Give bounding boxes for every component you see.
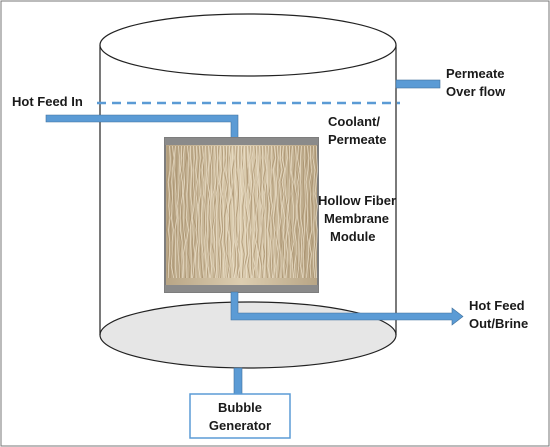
bubble-connector-pipe bbox=[233, 367, 243, 395]
fiber-strand bbox=[301, 145, 305, 279]
fiber-strand bbox=[179, 145, 184, 279]
fiber-strand bbox=[239, 146, 243, 279]
fiber-strand bbox=[275, 145, 280, 279]
fiber-strand bbox=[286, 145, 290, 279]
fiber-strand bbox=[307, 145, 311, 279]
fiber-strand bbox=[290, 145, 295, 279]
fiber-strand bbox=[295, 145, 299, 279]
fiber-strand bbox=[250, 145, 254, 279]
fiber-strand bbox=[305, 145, 310, 279]
hot-feed-out-pipe bbox=[230, 291, 464, 326]
hot-feed-out-label-1: Hot Feed bbox=[469, 298, 525, 313]
fiber-strand bbox=[292, 145, 296, 279]
fiber-strand bbox=[251, 145, 256, 279]
fiber-strand bbox=[259, 145, 263, 279]
fiber-strand bbox=[218, 145, 223, 279]
fiber-strand bbox=[245, 145, 250, 279]
fiber-strand bbox=[172, 145, 176, 279]
membrane-module-icon bbox=[164, 137, 319, 293]
fiber-strand bbox=[314, 145, 319, 279]
module-label-1: Hollow Fiber bbox=[318, 193, 396, 208]
fiber-strand bbox=[195, 145, 199, 279]
hot-feed-in-label: Hot Feed In bbox=[12, 94, 83, 109]
fiber-strand bbox=[233, 145, 238, 279]
fiber-strand bbox=[302, 145, 306, 279]
fiber-strand bbox=[236, 145, 241, 279]
fiber-strand bbox=[248, 145, 253, 279]
fiber-strand bbox=[182, 145, 186, 279]
fiber-strand bbox=[232, 145, 236, 279]
fiber-strand bbox=[277, 145, 281, 279]
coolant-label-2: Permeate bbox=[328, 132, 387, 147]
fiber-strand bbox=[254, 145, 259, 279]
bubble-generator-label-2: Generator bbox=[209, 418, 271, 433]
fiber-strand bbox=[281, 145, 286, 279]
fiber-strand bbox=[308, 145, 313, 279]
permeate-overflow-label-1: Permeate bbox=[446, 66, 505, 81]
fiber-strand bbox=[170, 145, 175, 279]
fiber-strand bbox=[247, 145, 251, 279]
fiber-strand bbox=[278, 146, 283, 279]
module-label-3: Module bbox=[330, 229, 376, 244]
fiber-strand bbox=[230, 145, 235, 279]
fiber-strand bbox=[176, 145, 181, 279]
fiber-strand bbox=[253, 145, 257, 279]
fiber-strand bbox=[312, 145, 316, 279]
bubble-generator-box bbox=[189, 393, 291, 439]
fiber-strand bbox=[217, 145, 221, 279]
fiber-strand bbox=[167, 145, 171, 279]
fiber-strand bbox=[274, 145, 278, 279]
fiber-strand bbox=[296, 145, 301, 279]
module-label-2: Membrane bbox=[324, 211, 389, 226]
permeate-overflow-label-2: Over flow bbox=[446, 84, 506, 99]
fiber-strand bbox=[257, 145, 262, 279]
fiber-strand bbox=[287, 145, 292, 279]
fiber-strand bbox=[185, 145, 190, 279]
fiber-strand bbox=[173, 145, 178, 279]
hot-feed-out-label-2: Out/Brine bbox=[469, 316, 528, 331]
fiber-strand bbox=[191, 145, 196, 279]
fiber-strand bbox=[220, 145, 224, 279]
fiber-strand bbox=[215, 145, 220, 279]
fiber-strand bbox=[269, 145, 274, 279]
fiber-strand bbox=[208, 145, 212, 279]
fiber-strand bbox=[200, 145, 205, 279]
fiber-strand bbox=[283, 145, 287, 279]
fiber-strand bbox=[189, 146, 193, 279]
fiber-strand bbox=[262, 145, 266, 279]
fiber-strand bbox=[261, 145, 265, 279]
fiber-strand bbox=[206, 145, 211, 279]
fiber-strand bbox=[242, 145, 247, 279]
fiber-strand bbox=[227, 145, 232, 279]
fiber-strand bbox=[221, 145, 225, 279]
bubble-generator-label-1: Bubble bbox=[218, 400, 262, 415]
permeate-overflow-pipe bbox=[395, 79, 441, 89]
fiber-strand bbox=[293, 145, 297, 279]
coolant-label-1: Coolant/ bbox=[328, 114, 380, 129]
fiber-strand bbox=[299, 145, 304, 279]
fiber-strand bbox=[284, 145, 289, 279]
tank-top-ellipse bbox=[99, 13, 397, 77]
fiber-strand bbox=[197, 145, 202, 279]
fiber-strand bbox=[209, 145, 213, 279]
fiber-strand bbox=[263, 145, 268, 279]
fiber-strand bbox=[166, 146, 170, 279]
fiber-strand bbox=[224, 145, 228, 279]
fiber-strand bbox=[272, 145, 277, 279]
fiber-strand bbox=[193, 145, 197, 279]
fiber-strand bbox=[266, 145, 271, 279]
fiber-strand bbox=[199, 145, 203, 279]
tank-bottom-ellipse bbox=[99, 301, 397, 369]
fiber-strand bbox=[203, 145, 208, 279]
fiber-strand bbox=[235, 145, 239, 279]
fiber-strand bbox=[212, 145, 217, 279]
fiber-strand bbox=[187, 145, 191, 279]
fiber-strand bbox=[244, 145, 248, 279]
